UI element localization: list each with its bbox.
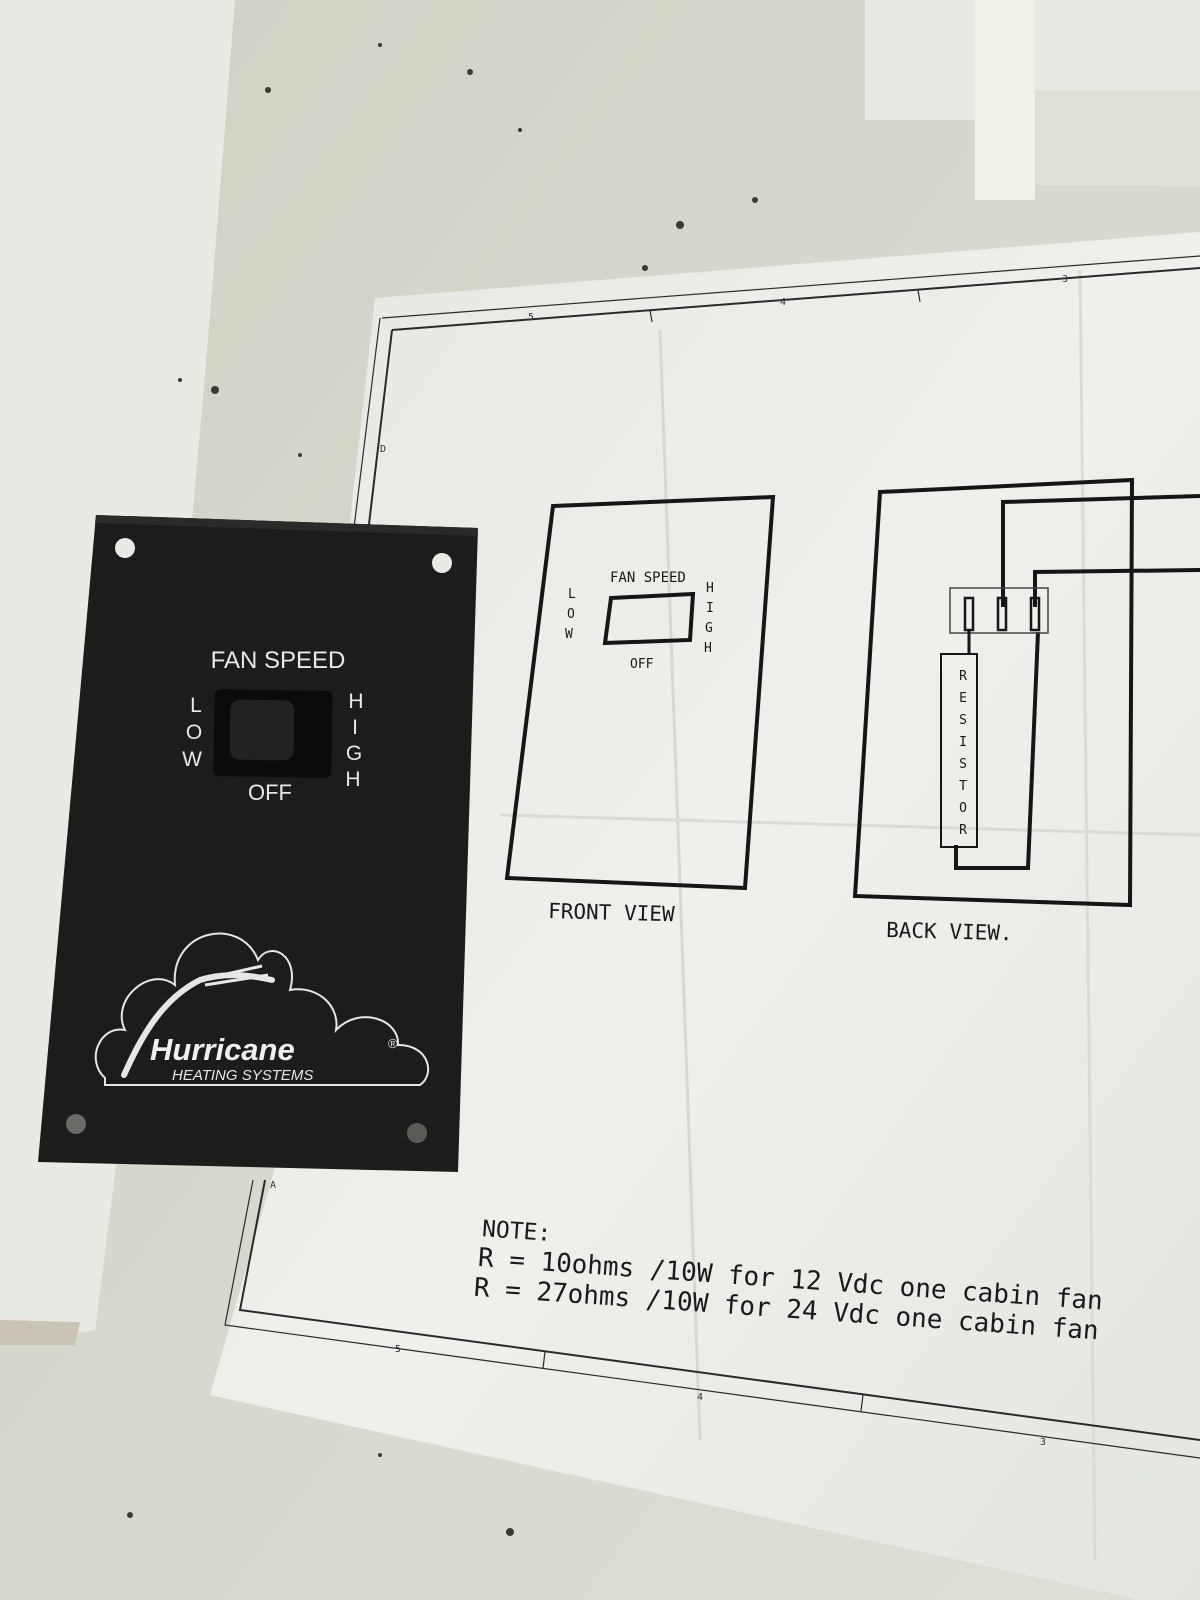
back-view-wire-3 — [954, 631, 1040, 870]
hurricane-logo — [94, 932, 430, 1086]
logo-brand: Hurricane — [150, 1032, 295, 1067]
screw-hole-top-left — [115, 538, 135, 558]
back-view-terminal-2 — [996, 596, 1008, 632]
border-mark-bottom-2: 4 — [697, 1392, 703, 1403]
resistor-letter-e: E — [959, 691, 967, 706]
back-view-caption: BACK VIEW. — [886, 918, 1013, 945]
resistor-letter-i: I — [959, 735, 967, 750]
front-view-high-i: I — [706, 601, 714, 616]
border-mark-left-2: A — [270, 1180, 276, 1191]
resistor-letter-o: O — [959, 801, 967, 816]
resistor-letter-r2: R — [959, 823, 967, 838]
front-view-low-o: O — [567, 607, 575, 622]
plate-title: FAN SPEED — [211, 647, 346, 674]
front-view-low-w: W — [565, 627, 573, 642]
logo-registered: ® — [388, 1036, 398, 1051]
screw-hole-bottom-right — [407, 1123, 427, 1143]
note-heading: NOTE: — [481, 1216, 552, 1247]
screw-hole-top-right — [432, 553, 452, 573]
front-view-title: FAN SPEED — [610, 570, 686, 586]
resistor-letter-s1: S — [959, 713, 967, 728]
back-view-drawing: R E S I S T O R BACK VIEW. — [852, 477, 1200, 945]
plate-high-h2: H — [345, 768, 360, 791]
plate-high-h1: H — [348, 690, 363, 713]
border-mark-top-3: 3 — [1062, 274, 1068, 285]
back-view-wire-1 — [1001, 494, 1200, 607]
front-view-high-g: G — [705, 621, 713, 636]
back-view-terminal-3 — [1029, 596, 1041, 632]
border-mark-bottom-1: 5 — [395, 1344, 401, 1355]
plate-off: OFF — [248, 780, 292, 805]
back-view-wire-2 — [1033, 568, 1200, 607]
plate-low-w: W — [182, 748, 202, 771]
back-view-outline — [852, 477, 1135, 908]
drawing-border — [224, 255, 1200, 1459]
logo-tagline: HEATING SYSTEMS — [172, 1067, 313, 1084]
plate-high-g: G — [346, 742, 362, 765]
front-view-caption: FRONT VIEW — [548, 899, 675, 926]
front-view-outline — [504, 494, 776, 891]
plate-low-o: O — [186, 721, 202, 744]
border-mark-bottom-3: 3 — [1040, 1437, 1046, 1448]
plate-low-l: L — [190, 694, 202, 717]
resistor-letter-s2: S — [959, 757, 967, 772]
logo-swoosh — [121, 972, 275, 1078]
rocker-switch[interactable] — [229, 699, 295, 761]
front-view-drawing: FAN SPEED L O W H I G H OFF FRONT VIEW — [504, 494, 776, 926]
front-view-high-h2: H — [704, 641, 712, 656]
logo-cloud-outline — [94, 932, 430, 1086]
front-view-switch — [602, 591, 696, 646]
switch-plate: FAN SPEED L O W H I G H OFF Hurricane ® … — [38, 515, 478, 1172]
screw-hole-bottom-left — [66, 1114, 86, 1134]
front-view-off: OFF — [630, 657, 654, 672]
front-view-low-l: L — [568, 587, 576, 602]
border-mark-top-2: 4 — [780, 297, 786, 308]
plate-high-i: I — [352, 716, 358, 739]
front-view-high-h1: H — [706, 581, 714, 596]
white-object — [865, 0, 1200, 200]
border-mark-left-1: D — [380, 444, 386, 455]
resistor-letter-r: R — [959, 669, 967, 684]
border-mark-top-1: 5 — [528, 312, 534, 323]
back-view-terminal-block — [949, 587, 1049, 634]
back-view-resistor — [940, 653, 978, 848]
resistor-letter-t: T — [959, 779, 967, 794]
plate-body — [38, 515, 478, 1172]
